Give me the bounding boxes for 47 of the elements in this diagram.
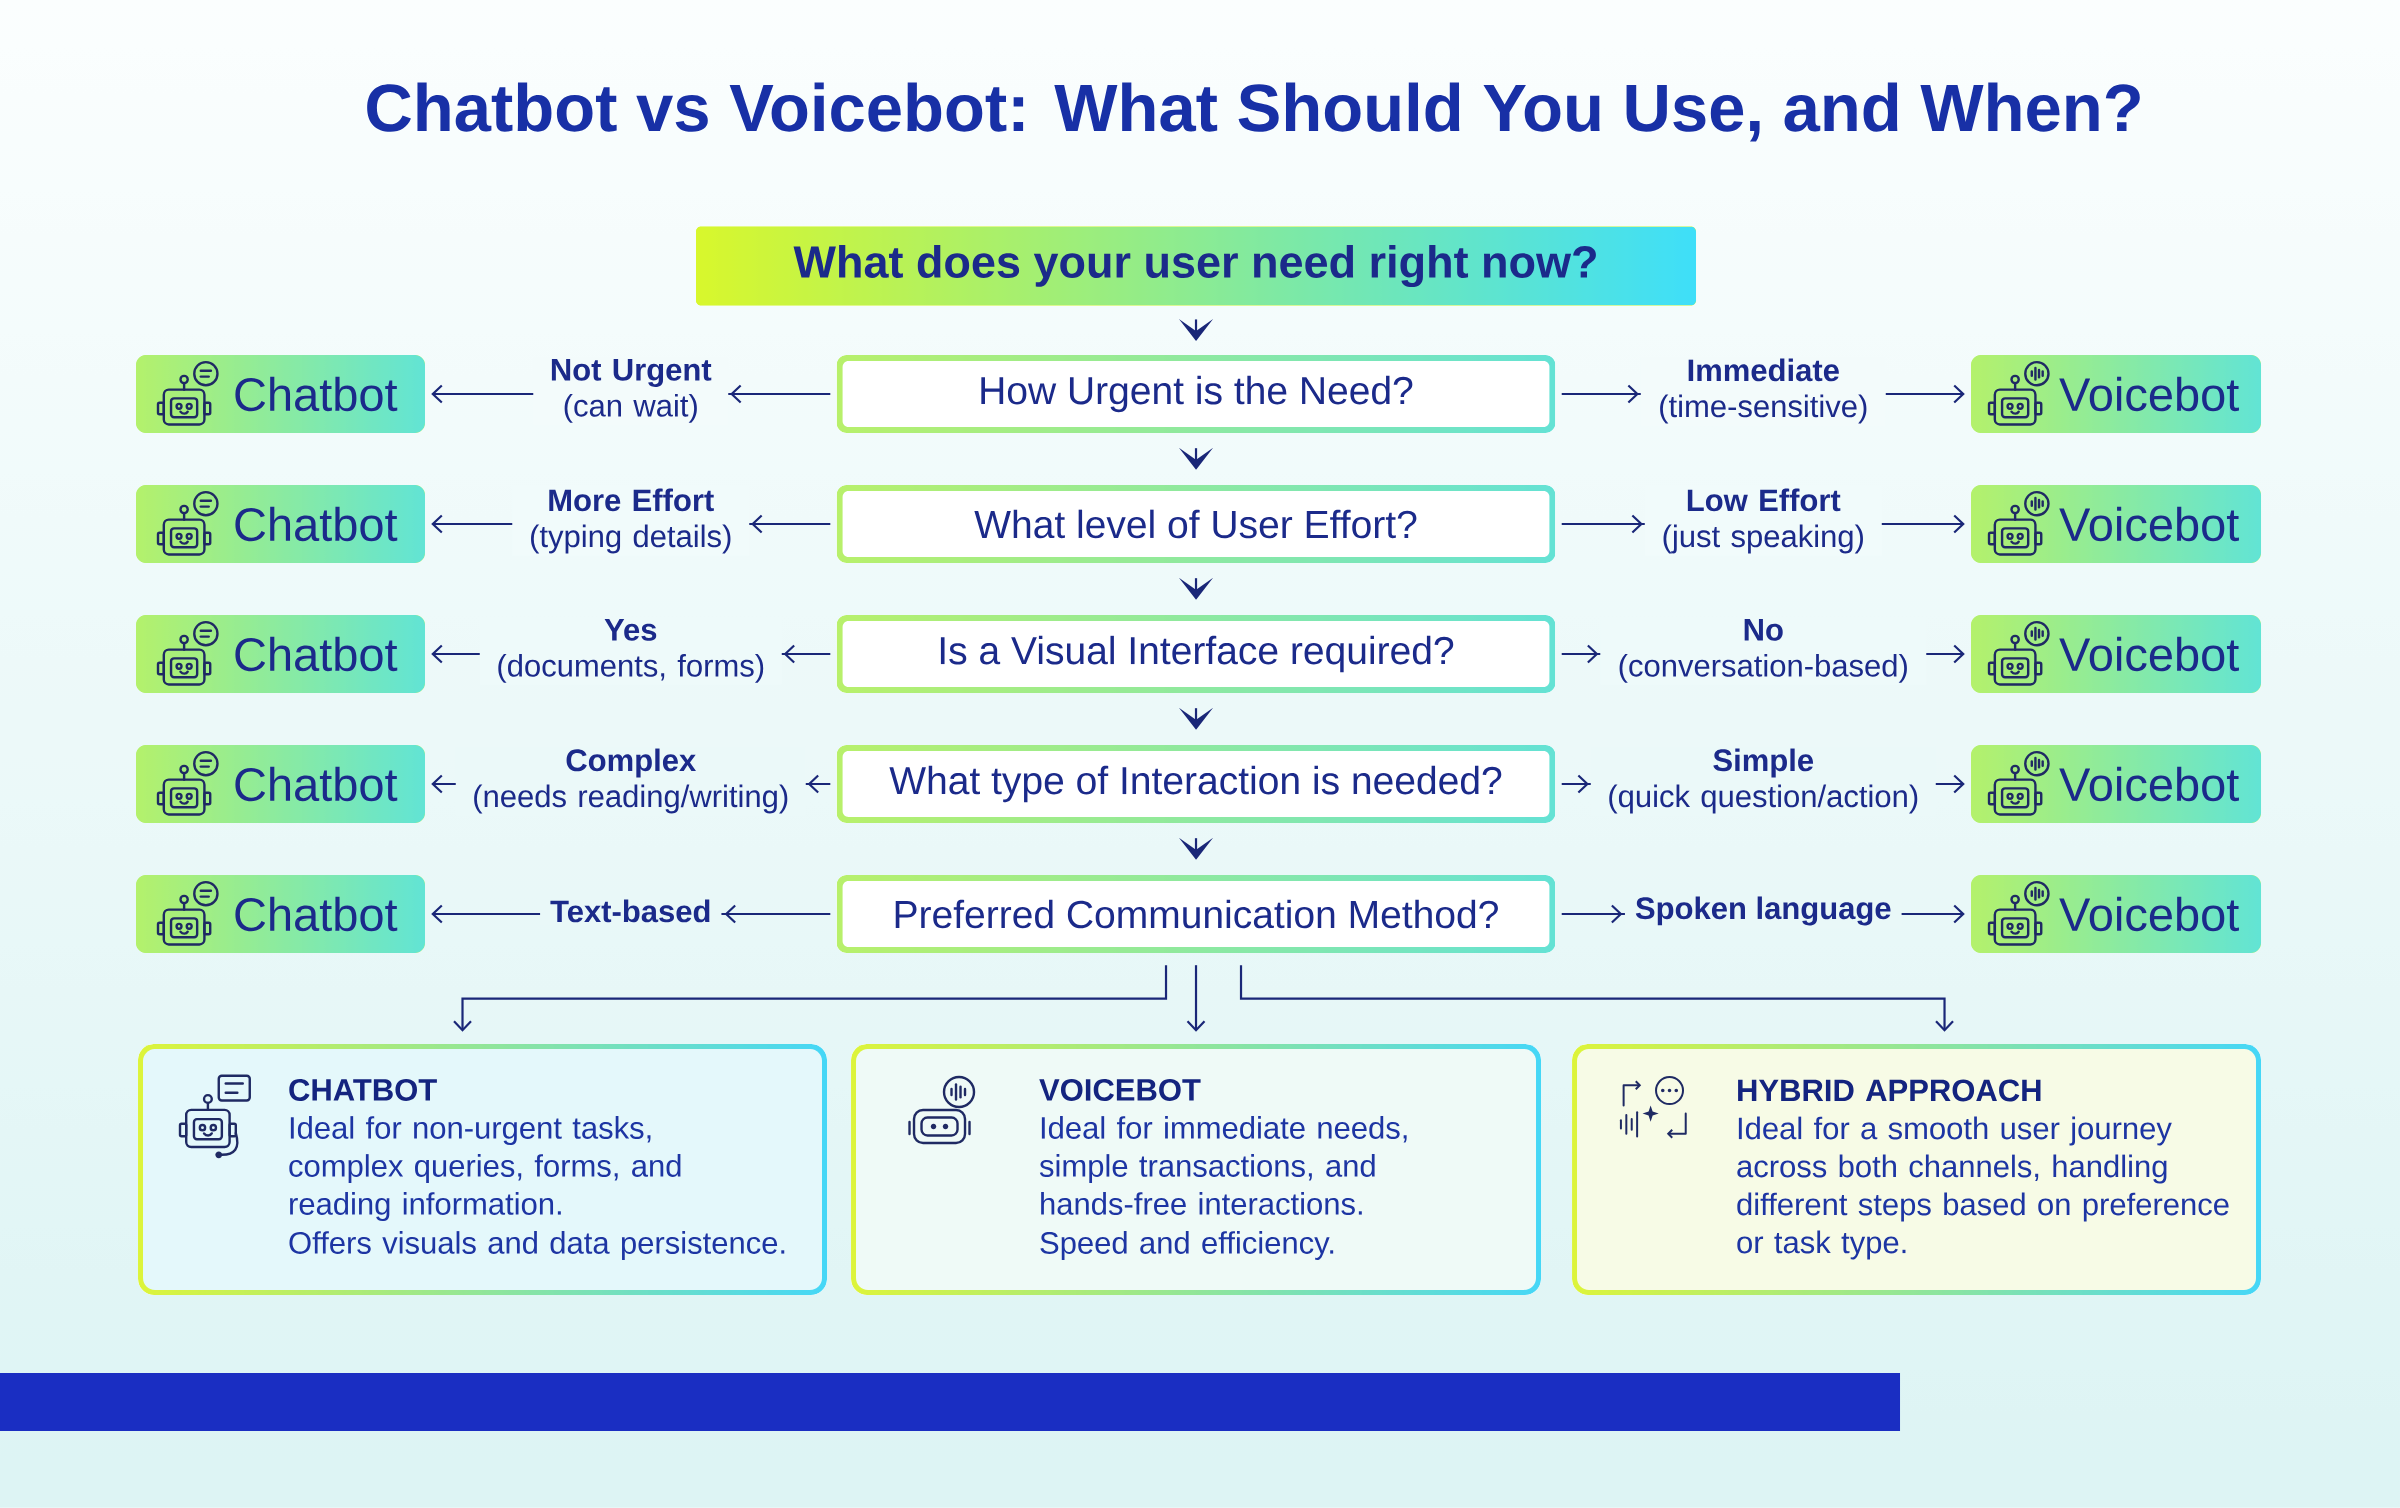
elbow-arrow [1186,965,1206,1032]
result-label: Chatbot [235,896,398,932]
question-box [836,875,1556,953]
elbow-arrow [1239,965,1954,1032]
edge-label: Text-based [540,897,722,925]
edge-label: Simple (quick question/action) [1590,746,1936,816]
question-text: Is a Visual Interface required? [940,635,1454,673]
result-label: Chatbot [235,636,398,672]
question-text: What type of Interaction is needed? [889,765,1502,803]
result-label: Chatbot [235,376,398,412]
summary-card [138,1044,827,1295]
title: Chatbot vs Voicebot: What Should You Use, and When? [367,82,2140,142]
card-text: Ideal for immediate needs, simple transactions, and hands-free interactions. [1039,1116,1407,1215]
card-text: Ideal for non-urgent tasks, complex queries, forms, and reading information. [289,1116,681,1222]
result-label: Voicebot [2059,896,2239,932]
elbow-arrow [453,965,1168,1032]
question-text: What level of User Effort? [974,509,1417,539]
edge-label: Yes (documents, forms) [479,617,782,685]
result-label: Voicebot [2059,506,2239,542]
question-box [836,745,1556,823]
summary-card [1572,1044,2262,1295]
edge-label: Spoken language [1624,894,1902,928]
edge-label: No (conversation-based) [1600,617,1927,685]
edge-label: More Effort (typing details) [512,486,750,556]
edge-label: Complex (needs reading/writing) [455,746,806,816]
card-title: VOICEBOT [1039,1078,1201,1101]
result-label: Voicebot [2059,766,2239,802]
question-text: Preferred Communication Method? [895,899,1498,929]
result-label: Voicebot [2059,636,2239,672]
result-label: Chatbot [235,506,398,542]
question-box [836,615,1556,693]
edge-label: Not Urgent (can wait) [533,357,729,425]
card-text: Offers visuals and data persistence. [289,1231,785,1261]
card-text: Speed and efficiency. [1040,1231,1334,1261]
card-title: CHATBOT [289,1078,437,1101]
question-text: How Urgent is the Need? [981,375,1413,413]
summary-card [851,1044,1541,1295]
edge-label: Low Effort (just speaking) [1644,486,1882,556]
question-box [836,485,1556,563]
card-title: HYBRID APPROACH [1738,1079,2041,1102]
card-text: Ideal for a smooth user journey across both channels, handling different steps based on preference or task type. [1737,1116,2229,1260]
question-banner [696,226,1696,306]
question-box [836,355,1556,433]
question-heading: What does your user need right now? [793,244,1596,288]
result-label: Voicebot [2059,376,2239,412]
edge-label: Immediate (time-sensitive) [1640,356,1886,426]
result-label: Chatbot [235,766,398,802]
